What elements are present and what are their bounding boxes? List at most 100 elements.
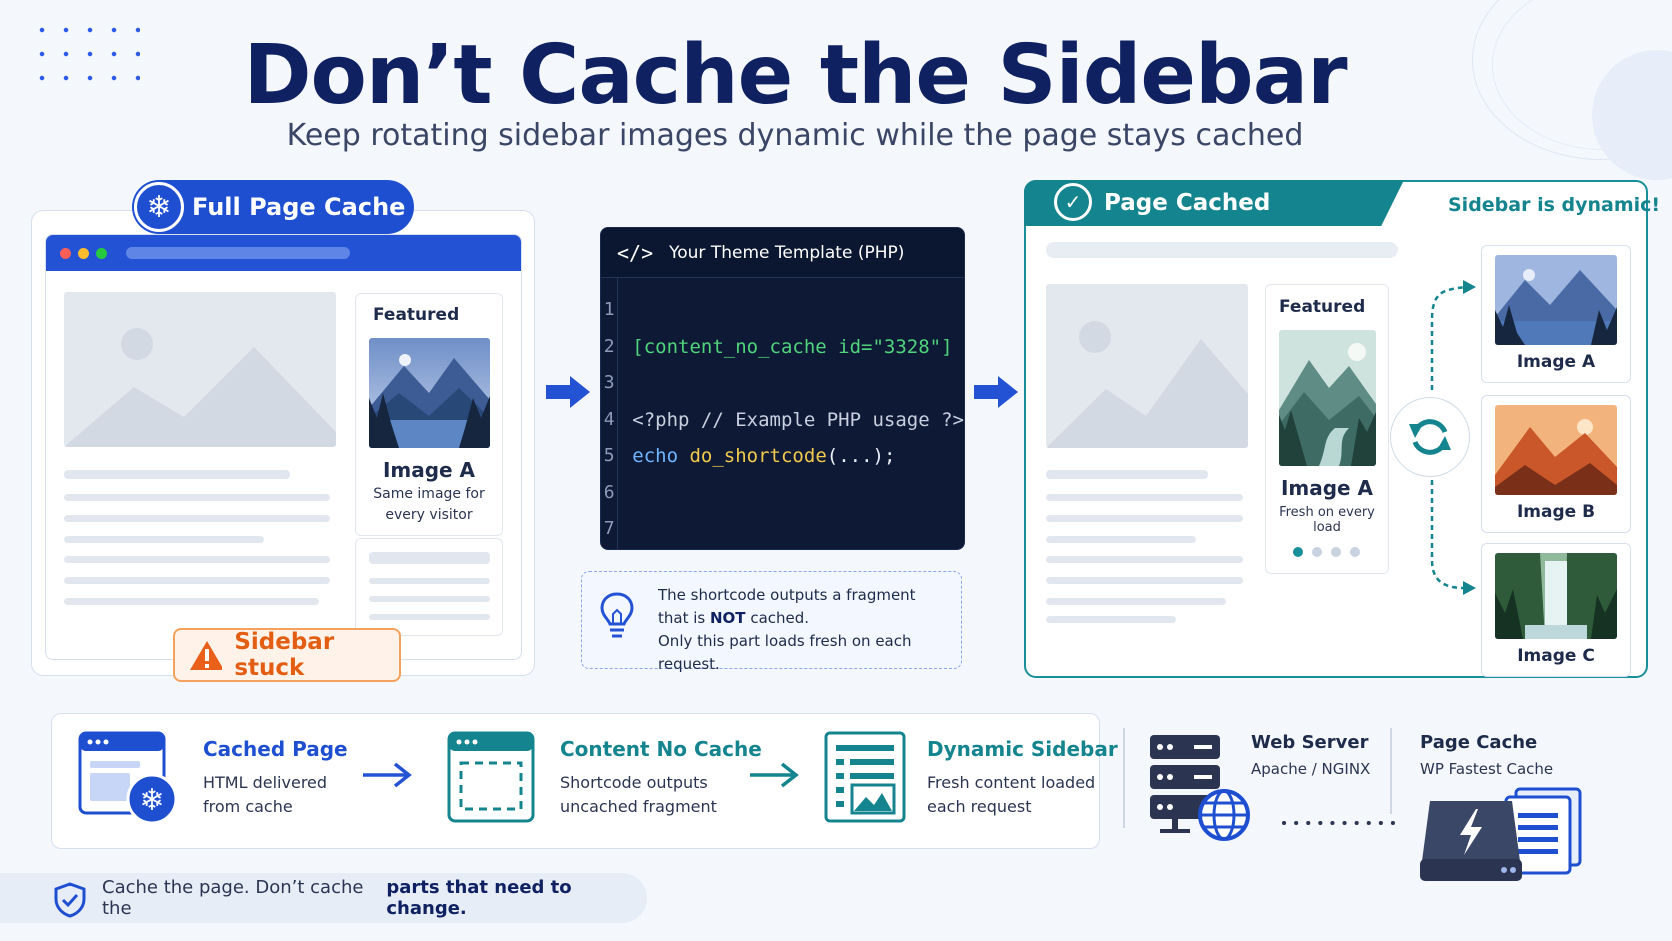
divider xyxy=(1390,728,1392,814)
blue-mountain-thumb xyxy=(1495,255,1617,345)
dot-grid-decoration xyxy=(30,18,140,98)
footer-tagline: Cache the page. Don’t cache the parts th… xyxy=(0,873,647,923)
note-line: Only this part loads fresh on each reque… xyxy=(658,632,912,673)
page-cache-sub: WP Fastest Cache xyxy=(1420,760,1554,778)
teal-mountain-image xyxy=(1279,330,1376,466)
text-line xyxy=(64,598,319,605)
image-name: Image A xyxy=(382,458,476,482)
check-icon: ✓ xyxy=(1054,183,1092,221)
line-number: 5 xyxy=(603,445,615,466)
image-name: Image A xyxy=(1280,476,1374,500)
web-server-sub: Apache / NGINX xyxy=(1251,760,1371,778)
text-line xyxy=(64,536,264,543)
text-line xyxy=(64,494,330,501)
code-header: </> Your Theme Template (PHP) xyxy=(601,228,964,278)
text-line xyxy=(1046,515,1243,522)
text-line xyxy=(1046,470,1208,479)
text-line xyxy=(369,596,490,602)
carousel-dot[interactable] xyxy=(1293,547,1303,557)
text-line xyxy=(369,552,490,564)
arrow-right-icon xyxy=(974,376,1018,408)
page-cache-drive-icon xyxy=(1420,787,1582,881)
line-number: 1 xyxy=(603,299,615,320)
text-line xyxy=(64,470,290,479)
dynamic-sidebar-icon xyxy=(824,731,906,823)
flow-step-title: Content No Cache xyxy=(560,737,762,761)
text-line xyxy=(1046,616,1176,623)
window-dot xyxy=(96,247,107,259)
line-number: 6 xyxy=(603,481,615,503)
warning-icon xyxy=(190,641,223,670)
text-line xyxy=(64,556,330,563)
page-subtitle: Keep rotating sidebar images dynamic whi… xyxy=(286,118,1304,153)
arrow-right-icon xyxy=(546,376,590,408)
divider xyxy=(1123,728,1125,828)
warning-text: Sidebar stuck xyxy=(234,629,335,681)
line-number: 4 xyxy=(603,408,615,430)
echo-line: echo do_shortcode(...); xyxy=(632,438,964,475)
image-note: Fresh on every load xyxy=(1279,505,1375,535)
text-line xyxy=(1046,494,1243,501)
text-line xyxy=(64,577,330,584)
function-args: (...); xyxy=(826,445,896,467)
mountain-placeholder-icon xyxy=(64,328,336,447)
featured-label: Featured xyxy=(373,305,460,325)
info-note xyxy=(581,571,962,669)
web-server-icon xyxy=(1150,735,1250,841)
address-bar xyxy=(1046,242,1398,258)
thumb-label: Image B xyxy=(1516,502,1596,522)
footer-text: Cache the page. Don’t cache the xyxy=(102,877,364,919)
note-line: The shortcode outputs a fragment xyxy=(658,586,916,604)
text-line xyxy=(1046,556,1243,563)
image-placeholder xyxy=(64,292,336,447)
rotate-icon xyxy=(1390,397,1470,477)
image-note: every visitor xyxy=(385,507,473,523)
line-gutter: 1 2 3 4 5 6 7 xyxy=(601,278,619,549)
text-line xyxy=(64,515,330,522)
text-line xyxy=(1046,577,1243,584)
carousel-dot[interactable] xyxy=(1331,547,1341,557)
web-server-title: Web Server xyxy=(1251,732,1369,753)
thumb-label: Image C xyxy=(1517,646,1595,666)
carousel-dots[interactable] xyxy=(1293,547,1360,557)
thumb-label: Image A xyxy=(1516,352,1596,372)
page-cache-title: Page Cache xyxy=(1420,732,1538,753)
flow-step-title: Cached Page xyxy=(203,737,348,761)
sidebar-stuck-warning: Sidebar stuck xyxy=(173,628,401,682)
dotted-connector xyxy=(1282,821,1402,825)
arrow-right-icon xyxy=(750,762,799,788)
line-number: 7 xyxy=(603,518,615,539)
orange-mountain-thumb xyxy=(1495,405,1617,495)
shield-check-icon xyxy=(54,882,86,918)
sidebar-dynamic-label: Sidebar is dynamic! xyxy=(1448,194,1661,216)
footer-emphasis: parts that need to change. xyxy=(386,877,572,919)
rotation-connector xyxy=(1430,280,1476,595)
line-number: 2 xyxy=(603,335,615,357)
text-line xyxy=(1046,598,1226,605)
svg-text:❄: ❄ xyxy=(139,783,164,818)
browser-bar xyxy=(46,235,521,271)
waterfall-thumb xyxy=(1495,553,1617,639)
window-dot xyxy=(60,247,71,259)
echo-keyword: echo xyxy=(632,445,679,467)
code-editor: </> Your Theme Template (PHP) 1 2 3 4 5 … xyxy=(600,227,965,550)
carousel-dot[interactable] xyxy=(1350,547,1360,557)
code-header-title: Your Theme Template (PHP) xyxy=(669,242,905,263)
lightbulb-icon xyxy=(600,592,634,638)
content-no-cache-icon xyxy=(447,731,535,823)
flow-strip xyxy=(51,713,1100,849)
carousel-dot[interactable] xyxy=(1312,547,1322,557)
page-title: Don’t Cache the Sidebar xyxy=(243,28,1347,123)
image-note: Same image for xyxy=(373,486,485,502)
text-line xyxy=(369,578,490,584)
code-icon: </> xyxy=(617,240,654,265)
mountain-placeholder-icon xyxy=(1046,321,1248,448)
cached-page-icon: ❄ xyxy=(78,731,178,825)
snowflake-icon: ❄ xyxy=(134,182,184,232)
featured-label: Featured xyxy=(1279,297,1366,317)
lake-mountain-image xyxy=(369,338,490,448)
function-name: do_shortcode xyxy=(689,445,827,467)
